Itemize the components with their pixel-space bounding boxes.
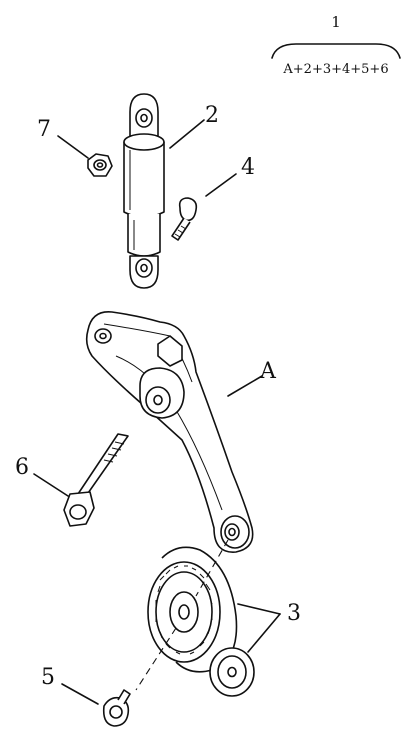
nut-part: [87, 153, 113, 177]
leader-lines: [33, 119, 281, 705]
kit-number: 1: [331, 13, 341, 31]
kit-formula: A+2+3+4+5+6: [282, 62, 388, 77]
bolt-long-part: [63, 433, 129, 527]
pulley-part: [147, 546, 255, 697]
callout-6: 6: [15, 455, 29, 480]
callout-4: 4: [241, 155, 255, 180]
leader-4: [205, 173, 237, 197]
bolt-pulley-part: [102, 689, 131, 727]
callout-5: 5: [41, 665, 55, 690]
bolt-small-part: [171, 197, 198, 241]
tensioner-arm-part: [85, 311, 254, 553]
callout-labels: 2 4 7 A 6 3 5: [15, 103, 301, 690]
leader-6: [33, 473, 69, 497]
damper-part: [123, 93, 165, 289]
callout-3: 3: [287, 601, 301, 626]
callout-A: A: [259, 359, 277, 384]
leader-3b: [247, 613, 281, 653]
leader-2: [169, 119, 205, 149]
leader-5: [61, 683, 99, 705]
leader-7: [57, 135, 89, 159]
callout-7: 7: [37, 117, 51, 142]
kit-brace: [271, 43, 401, 59]
assembly-lines: [135, 539, 229, 691]
leader-3a: [237, 603, 281, 615]
kit-header: 1 A+2+3+4+5+6: [271, 13, 401, 77]
callout-2: 2: [205, 103, 219, 128]
leader-A: [227, 375, 263, 397]
